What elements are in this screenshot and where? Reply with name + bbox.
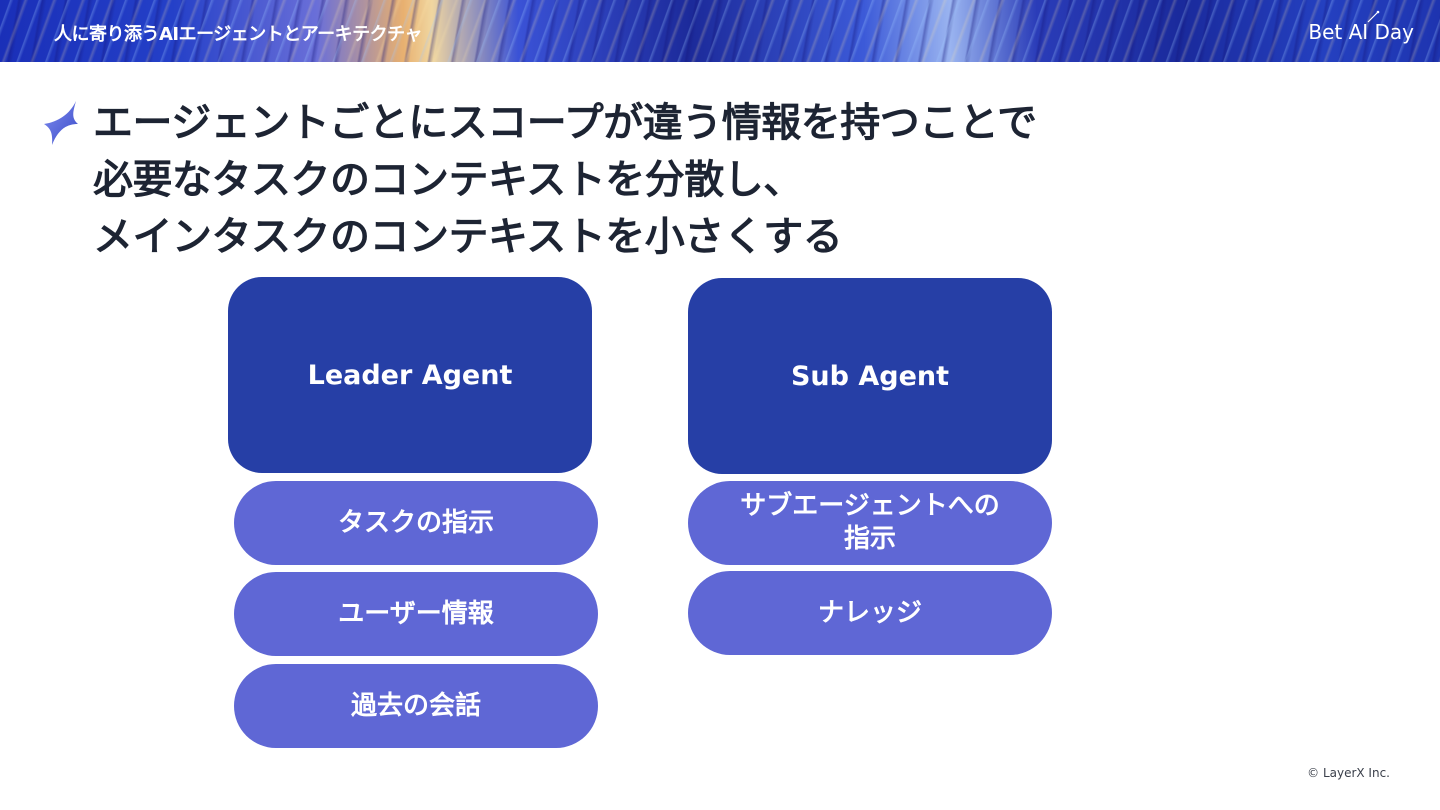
header-title: 人に寄り添うAIエージェントとアーキテクチャ — [54, 24, 423, 45]
sub-item-knowledge: ナレッジ — [688, 571, 1052, 655]
sub-item-label: 指示 — [843, 524, 896, 554]
title-line: エージェントごとにスコープが違う情報を持つことで — [93, 100, 1037, 146]
leader-item-label: タスクの指示 — [337, 507, 494, 538]
leader-item-user-info: ユーザー情報 — [234, 572, 598, 656]
sub-item-label: ナレッジ — [817, 597, 922, 628]
leader-agent-title: Leader Agent — [307, 359, 513, 391]
leader-item-label: ユーザー情報 — [338, 598, 494, 629]
copyright: © LayerX Inc. — [1307, 766, 1390, 780]
header-banner: 人に寄り添うAIエージェントとアーキテクチャ Bet AI Day — [0, 0, 1440, 62]
sub-item-instruction: サブエージェントへの 指示 — [688, 481, 1052, 565]
sub-agent-box: Sub Agent — [688, 278, 1052, 474]
brand-spark-icon — [1367, 10, 1380, 23]
sparkle-icon — [44, 101, 78, 145]
leader-item-label: 過去の会話 — [350, 690, 481, 721]
leader-item-past-conversation: 過去の会話 — [234, 664, 598, 748]
title-line: メインタスクのコンテキストを小さくする — [93, 214, 843, 260]
sub-agent-title: Sub Agent — [790, 360, 950, 392]
brand-logo: Bet AI Day — [1308, 20, 1414, 44]
page-title: エージェントごとにスコープが違う情報を持つことで 必要なタスクのコンテキストを分… — [93, 95, 1037, 266]
title-line: 必要なタスクのコンテキストを分散し、 — [93, 157, 803, 203]
leader-item-task-instruction: タスクの指示 — [234, 481, 598, 565]
leader-agent-box: Leader Agent — [228, 277, 592, 473]
sub-item-label: サブエージェントへの — [740, 491, 1000, 521]
